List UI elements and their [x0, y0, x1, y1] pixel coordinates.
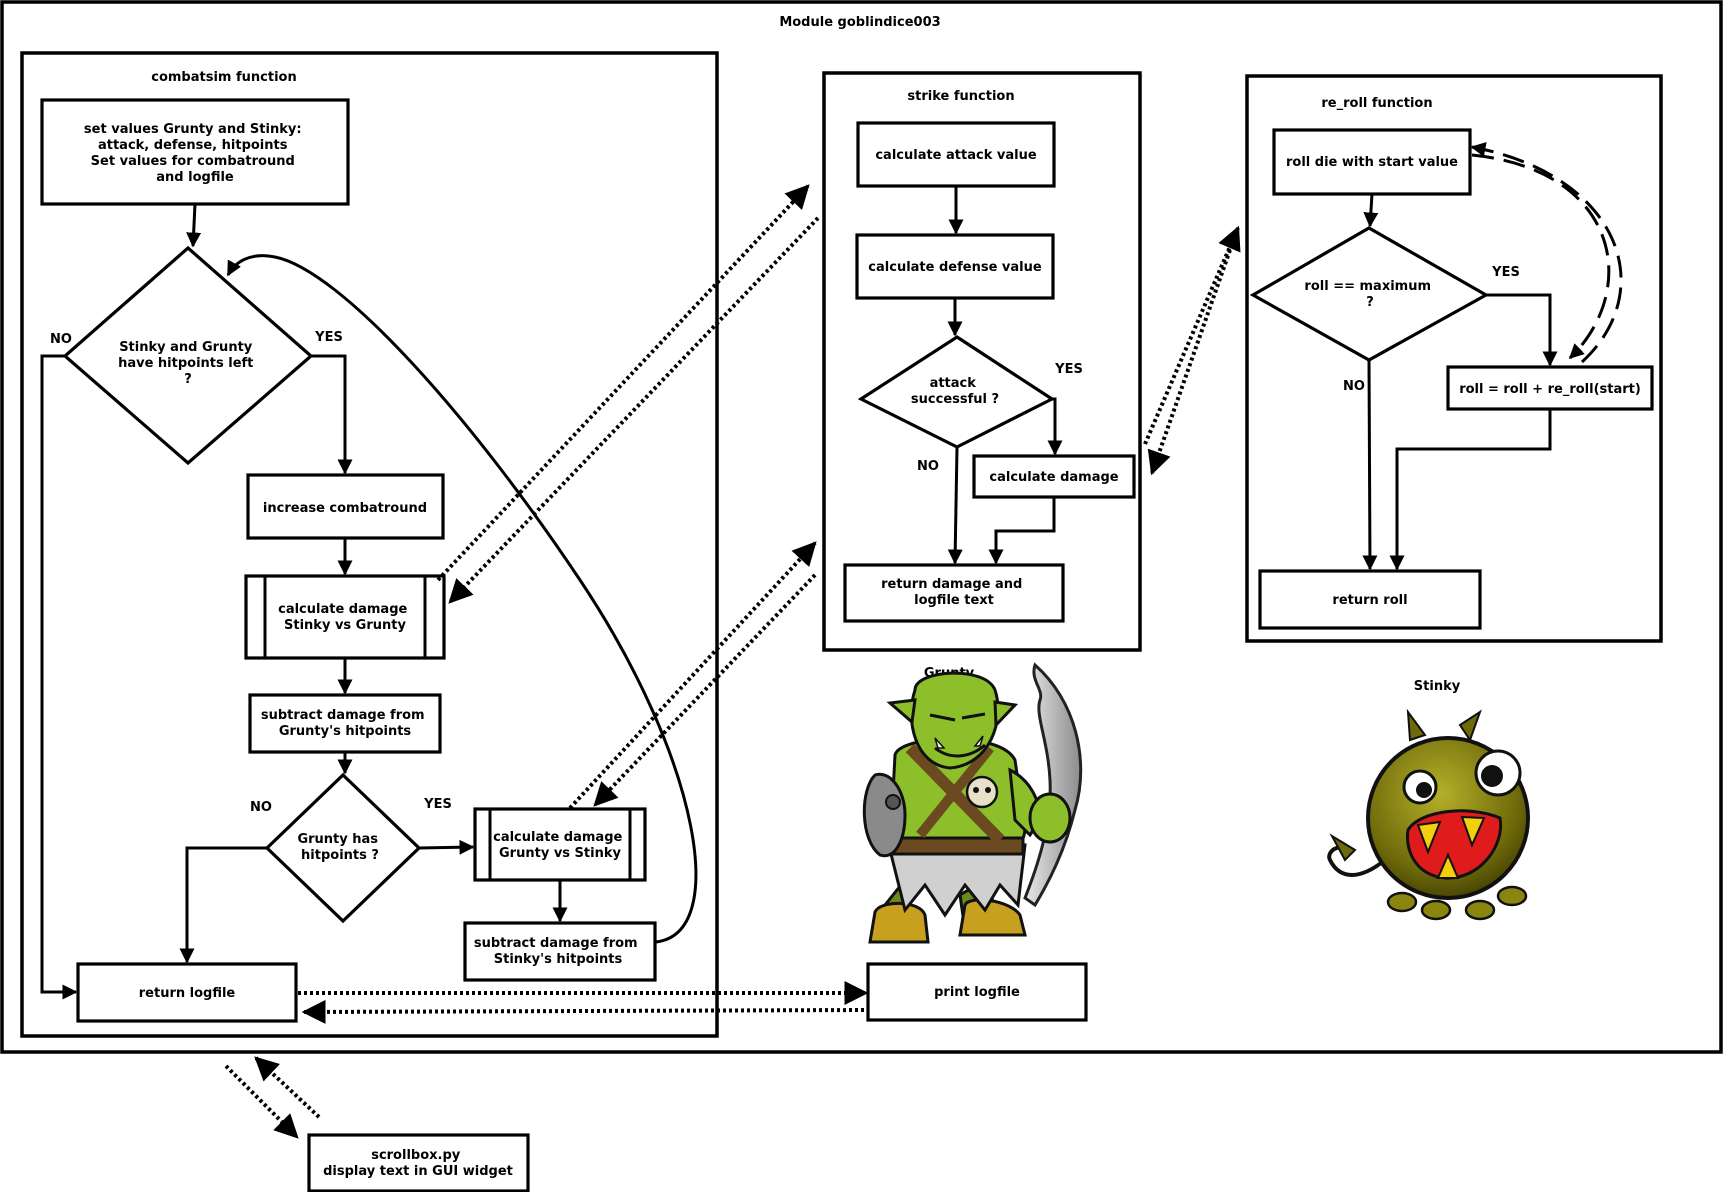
strike-no-label: NO [917, 459, 939, 474]
hitpoints-left-decision: Stinky and Grunty have hitpoints left ? [62, 245, 314, 466]
increase-combatround-box: increase combatround [246, 473, 445, 540]
calculate-damage-grunty-vs-stinky-box: calculate damage Grunty vs Stinky [473, 807, 647, 882]
svg-text:print logfile: print logfile [934, 985, 1020, 1000]
reroll-title: re_roll function [1321, 96, 1432, 111]
scrollbox-box: scrollbox.py display text in GUI widget [307, 1133, 530, 1192]
print-logfile-box: print logfile [866, 962, 1088, 1022]
return-damage-box: return damage and logfile text [843, 563, 1065, 623]
svg-text:calculate defense value: calculate defense value [868, 260, 1042, 275]
svg-text:calculate damage Stinky: calculate damage Stinky vs Grunty [278, 602, 412, 633]
strike-frame [822, 71, 1142, 652]
svg-text:scrollbox.py display tex: scrollbox.py display text in GUI widget [323, 1148, 513, 1179]
grunty-orc-image [862, 662, 1083, 944]
module-title: Module goblindice003 [779, 15, 940, 30]
dotted-call-arrows [224, 184, 1241, 1139]
svg-text:calculate damage: calculate damage [989, 470, 1118, 485]
set-values-box: set values Grunty and Stinky: attack, de… [40, 98, 350, 206]
yes-label: YES [314, 330, 343, 345]
svg-text:attack successful ?: attack successful ? [911, 376, 999, 407]
svg-text:subtract damage from Sti: subtract damage from Stinky's hitpoints [474, 936, 642, 967]
combatsim-title: combatsim function [151, 70, 296, 85]
subtract-stinky-box: subtract damage from Stinky's hitpoints [463, 921, 657, 982]
roll-maximum-decision: roll == maximum ? [1249, 226, 1490, 362]
stinky-label: Stinky [1414, 679, 1461, 694]
no-label: NO [50, 332, 72, 347]
grunty-has-hitpoints-decision: Grunty has hitpoints ? [264, 772, 422, 924]
reroll-no-label: NO [1343, 379, 1365, 394]
strike-yes-label: YES [1054, 362, 1083, 377]
strike-arrows [947, 186, 1063, 565]
calculate-damage-stinky-vs-grunty-box: calculate damage Stinky vs Grunty [244, 574, 446, 660]
svg-text:increase combatround: increase combatround [263, 501, 427, 516]
svg-text:calculate attack value: calculate attack value [875, 148, 1036, 163]
yes-label-2: YES [423, 797, 452, 812]
module-frame [0, 0, 1723, 1054]
svg-text:return damage and logfil: return damage and logfile text [881, 577, 1027, 608]
calculate-attack-box: calculate attack value [856, 121, 1056, 188]
svg-text:Grunty has hitpoints ?: Grunty has hitpoints ? [297, 832, 382, 863]
calculate-damage-box: calculate damage [972, 454, 1136, 499]
svg-text:roll = roll + re_roll(start): roll = roll + re_roll(start) [1459, 382, 1641, 397]
svg-text:Stinky and Grunty have h: Stinky and Grunty have hitpoints left ? [118, 340, 258, 387]
recursive-roll-box: roll = roll + re_roll(start) [1446, 365, 1654, 411]
strike-title: strike function [907, 89, 1014, 104]
svg-text:subtract damage from Gru: subtract damage from Grunty's hitpoints [261, 708, 429, 739]
subtract-grunty-box: subtract damage from Grunty's hitpoints [248, 693, 442, 754]
combatsim-arrows [40, 203, 698, 1000]
return-logfile-box: return logfile [76, 962, 298, 1023]
svg-text:roll == maximum ?: roll == maximum ? [1304, 279, 1435, 310]
svg-text:return logfile: return logfile [139, 986, 236, 1001]
svg-text:set values Grunty and Stinky:: set values Grunty and Stinky: attack, de… [84, 122, 306, 185]
svg-text:roll die with start value: roll die with start value [1286, 155, 1458, 170]
calculate-defense-box: calculate defense value [855, 233, 1055, 300]
roll-die-box: roll die with start value [1272, 128, 1472, 196]
combatsim-frame [20, 51, 719, 1038]
return-roll-box: return roll [1258, 569, 1482, 630]
reroll-arrows [1362, 142, 1623, 571]
reroll-frame [1245, 74, 1663, 643]
no-label-2: NO [250, 800, 272, 815]
stinky-monster-image [1327, 708, 1530, 921]
svg-text:return roll: return roll [1332, 593, 1407, 608]
attack-successful-decision: attack successful ? [857, 335, 1056, 449]
reroll-yes-label: YES [1491, 265, 1520, 280]
svg-text:calculate damage Grunty: calculate damage Grunty vs Stinky [493, 830, 627, 861]
